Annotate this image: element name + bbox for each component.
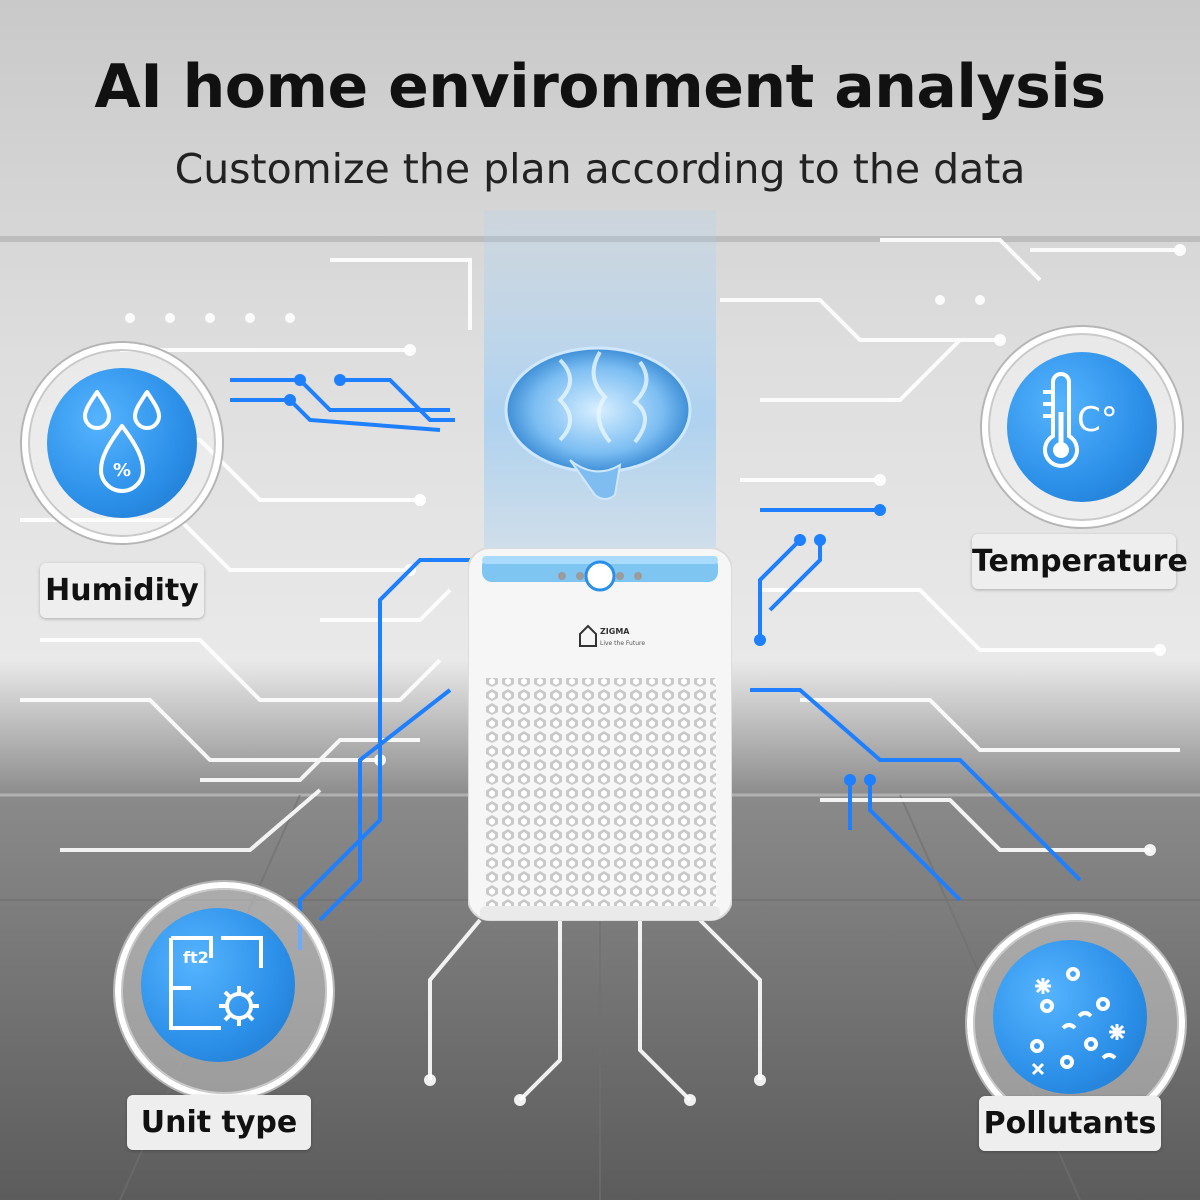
brand-name: ZIGMA xyxy=(600,627,630,636)
page-subtitle: Customize the plan according to the data xyxy=(174,145,1026,193)
celsius-glyph: C° xyxy=(1077,400,1118,440)
control-panel xyxy=(558,560,642,592)
brand-logo-icon xyxy=(579,624,597,647)
pollutants-label: Pollutants xyxy=(979,1096,1161,1151)
air-purifier-device: ZIGMA Live the Future xyxy=(468,548,732,921)
humidity-label: Humidity xyxy=(40,563,204,618)
area-text: ft2 xyxy=(183,948,209,967)
thermometer-celsius-icon: C° xyxy=(1007,352,1157,502)
humidity-drops-icon: % xyxy=(47,368,197,518)
brand-tagline: Live the Future xyxy=(600,640,645,647)
floorplan-gear-icon: ft2 xyxy=(141,908,295,1062)
page-title: AI home environment analysis xyxy=(94,52,1106,122)
brain-illustration xyxy=(504,346,692,500)
particles-icon xyxy=(993,940,1147,1094)
temperature-label: Temperature xyxy=(972,534,1188,589)
unit-type-label: Unit type xyxy=(127,1095,311,1150)
svg-text:%: % xyxy=(113,460,131,481)
